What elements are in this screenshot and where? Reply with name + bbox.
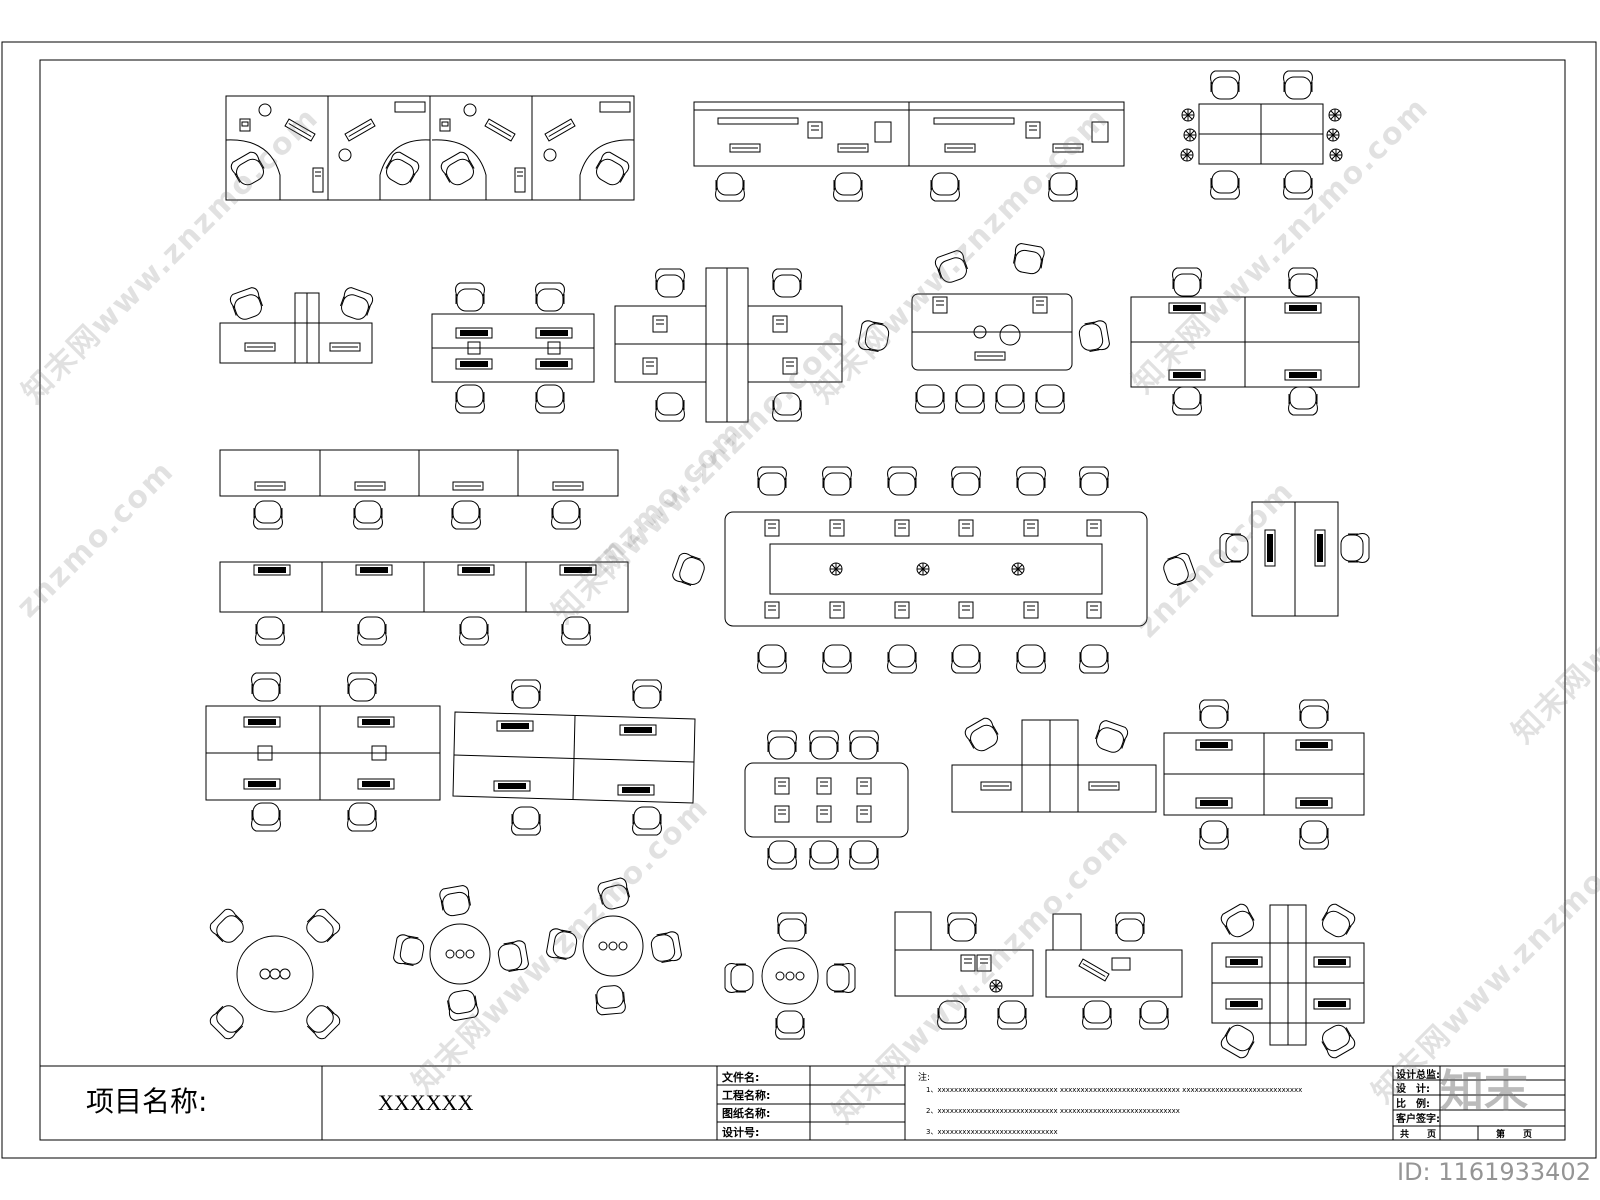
round-table-4-chairs-d: [724, 912, 856, 1040]
two-desk-partition-set: [219, 285, 375, 364]
round-table-4-chairs-a: [207, 906, 343, 1042]
rounded-team-desk: [857, 242, 1111, 414]
linear-desk-4-seat-c: [219, 561, 629, 646]
desk-with-plant-partitions: [1180, 70, 1343, 200]
drawing-name-label: 图纸名称:: [722, 1106, 770, 1120]
outer-frame: [1, 41, 1597, 1159]
four-seat-workstation: [1130, 267, 1360, 416]
linear-desk-4-seat: [693, 101, 1125, 202]
total-pages-label: 共 页: [1400, 1128, 1436, 1140]
project-label: 项目名称:: [86, 1085, 207, 1118]
client-sign-label: 客户签字:: [1395, 1112, 1440, 1125]
page-no-label: 第 页: [1496, 1128, 1532, 1140]
file-name-label: 文件名:: [722, 1070, 759, 1084]
round-table-4-chairs-c: [545, 876, 683, 1016]
conference-table-12-seat: [670, 466, 1198, 674]
design-director-label: 设计总监:: [1396, 1068, 1440, 1081]
engineering-name-label: 工程名称:: [722, 1088, 770, 1102]
note-3: 3、xxxxxxxxxxxxxxxxxxxxxxxxxxxxx: [926, 1128, 1058, 1136]
note-2: 2、xxxxxxxxxxxxxxxxxxxxxxxxxxxxx xxxxxxxx…: [926, 1107, 1180, 1115]
design-label: 设 计:: [1396, 1082, 1430, 1095]
meeting-table-6-seat: [744, 730, 909, 870]
two-desk-partition-set-b: [951, 715, 1157, 813]
design-no-label: 设计号:: [722, 1125, 759, 1139]
project-value: XXXXXX: [378, 1090, 473, 1115]
round-table-4-chairs-b: [392, 884, 530, 1022]
l-shaped-workstations-4: [225, 95, 635, 201]
inner-frame: [39, 59, 1566, 1141]
face-to-face-desk-2: [1219, 501, 1370, 617]
bench-desk-4-seat-large-b: [452, 679, 696, 836]
cross-workstation-4: [1211, 901, 1365, 1061]
executive-desk-b: [1045, 912, 1183, 1030]
watermark-logo: 知末: [1440, 1066, 1528, 1117]
cross-cluster-desk: [614, 267, 843, 423]
note-1: 1、xxxxxxxxxxxxxxxxxxxxxxxxxxxxx xxxxxxxx…: [926, 1086, 1302, 1094]
scale-label: 比 例:: [1396, 1097, 1430, 1110]
bench-desk-4-seat-large-a: [205, 672, 441, 832]
image-id-label: ID: 1161933402: [1397, 1158, 1591, 1186]
title-block: 项目名称: XXXXXX 文件名: 工程名称: 图纸名称: 设计号: 注: 1、…: [40, 1065, 1565, 1140]
four-seat-workstation-b: [1163, 699, 1365, 850]
bench-desk-4-seat-a: [431, 282, 595, 414]
executive-desk-a: [894, 911, 1034, 1030]
linear-desk-4-seat-b: [219, 449, 619, 530]
notes-label: 注:: [918, 1071, 930, 1083]
